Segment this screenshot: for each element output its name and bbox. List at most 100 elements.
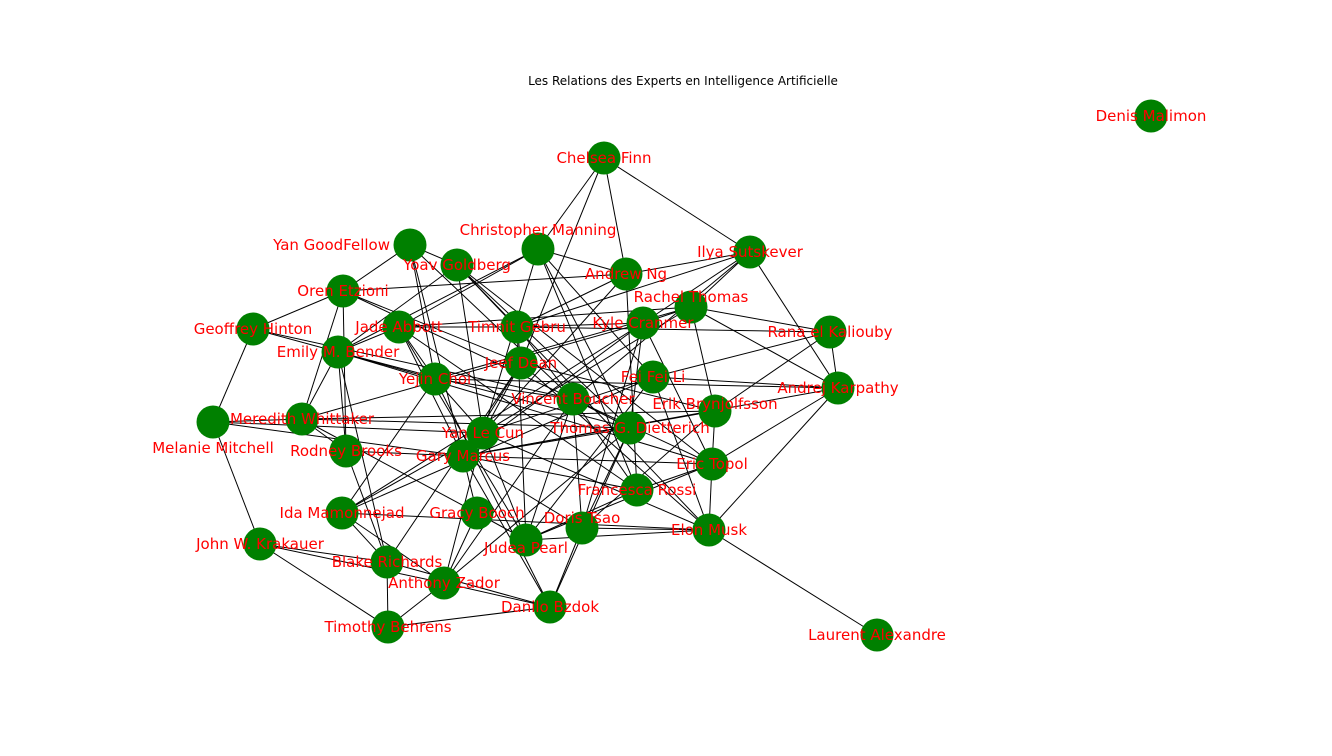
edge [409, 244, 436, 380]
node-label: Laurent Alexandre [808, 626, 946, 644]
node-circle[interactable] [321, 335, 355, 369]
edge [337, 351, 388, 563]
edge [301, 418, 631, 429]
node-circle[interactable] [626, 306, 660, 340]
edge [625, 251, 751, 275]
edge [259, 543, 445, 584]
node-label: Gracy Booch [429, 504, 524, 522]
edge [520, 362, 710, 531]
node-circle[interactable] [329, 434, 363, 468]
node-label: Jade Abbott [354, 318, 442, 336]
edge [520, 157, 605, 364]
edge [603, 157, 751, 253]
edge [690, 306, 839, 389]
node-label: Elon Musk [671, 521, 747, 539]
edge [652, 376, 710, 531]
node-circle[interactable] [466, 416, 500, 450]
edge [434, 378, 551, 608]
node-circle[interactable] [418, 362, 452, 396]
node-label: Andrew Ng [585, 265, 667, 283]
edge [342, 273, 627, 292]
node-circle[interactable] [613, 411, 647, 445]
node-circle[interactable] [695, 447, 729, 481]
edge [301, 418, 478, 514]
node-label: Kyle Cranmer [592, 314, 694, 332]
node-circle[interactable] [393, 228, 427, 262]
node-circle[interactable] [326, 274, 360, 308]
edge [345, 450, 388, 563]
edge [642, 322, 713, 465]
graph-title: Les Relations des Experts en Intelligenc… [528, 74, 838, 88]
node-circle[interactable] [236, 312, 270, 346]
node-circle[interactable] [565, 511, 599, 545]
node-circle[interactable] [446, 439, 480, 473]
edge [443, 398, 574, 584]
node-circle[interactable] [371, 610, 405, 644]
node-circle[interactable] [556, 382, 590, 416]
node-circle[interactable] [692, 513, 726, 547]
node-circle[interactable] [382, 310, 416, 344]
edge [345, 450, 464, 457]
node-circle[interactable] [698, 394, 732, 428]
node-circle[interactable] [370, 545, 404, 579]
node-circle[interactable] [500, 310, 534, 344]
node-circle[interactable] [1134, 99, 1168, 133]
node-label: Gary Marcus [416, 447, 510, 465]
edge [711, 387, 839, 465]
node-label: Jeef Dean [484, 354, 557, 372]
node-circle[interactable] [285, 402, 319, 436]
node-circle[interactable] [636, 360, 670, 394]
node-label: Rachel Thomas [634, 288, 749, 306]
node-circle[interactable] [427, 566, 461, 600]
edge [516, 322, 644, 328]
edge [456, 264, 631, 429]
edge [443, 427, 631, 584]
edge [259, 543, 388, 563]
node-circle[interactable] [733, 235, 767, 269]
node-label: Erik Brynjolfsson [652, 395, 777, 413]
node-circle[interactable] [821, 371, 855, 405]
edge [642, 251, 751, 324]
node-circle[interactable] [509, 523, 543, 557]
edge [301, 322, 644, 420]
node-label: Meredith Whittaker [230, 410, 375, 428]
node-circle[interactable] [325, 496, 359, 530]
node-label: Blake Richards [332, 553, 443, 571]
node-label: Danilo Bzdok [501, 598, 599, 616]
edge [652, 376, 839, 389]
edge [259, 543, 389, 628]
node-circle[interactable] [521, 232, 555, 266]
node-label: Anthony Zador [388, 574, 501, 592]
node-label: Melanie Mitchell [152, 439, 274, 457]
node-label: Francesca Rossi [578, 481, 697, 499]
node-circle[interactable] [533, 590, 567, 624]
node-label: Rodney Brooks [290, 442, 402, 460]
node-label: Denis Malimon [1096, 107, 1207, 125]
edge [456, 264, 713, 465]
node-circle[interactable] [620, 473, 654, 507]
edge [337, 351, 347, 452]
edge [301, 410, 716, 420]
edge [409, 244, 464, 457]
node-circle[interactable] [460, 496, 494, 530]
node-circle[interactable] [587, 141, 621, 175]
node-label: Oren Etzioni [297, 282, 388, 300]
edge [462, 455, 551, 608]
node-circle[interactable] [243, 527, 277, 561]
edge [409, 244, 574, 400]
edge [581, 527, 710, 531]
edge [398, 326, 638, 491]
node-circle[interactable] [674, 290, 708, 324]
node-circle[interactable] [196, 405, 230, 439]
node-circle[interactable] [813, 315, 847, 349]
node-circle[interactable] [440, 248, 474, 282]
node-circle[interactable] [860, 618, 894, 652]
edge [386, 561, 551, 608]
edge [708, 387, 839, 531]
node-circle[interactable] [504, 346, 538, 380]
edge [482, 432, 527, 541]
node-circle[interactable] [609, 257, 643, 291]
edge [341, 376, 654, 514]
node-label: Yan Le Cun [441, 424, 524, 442]
